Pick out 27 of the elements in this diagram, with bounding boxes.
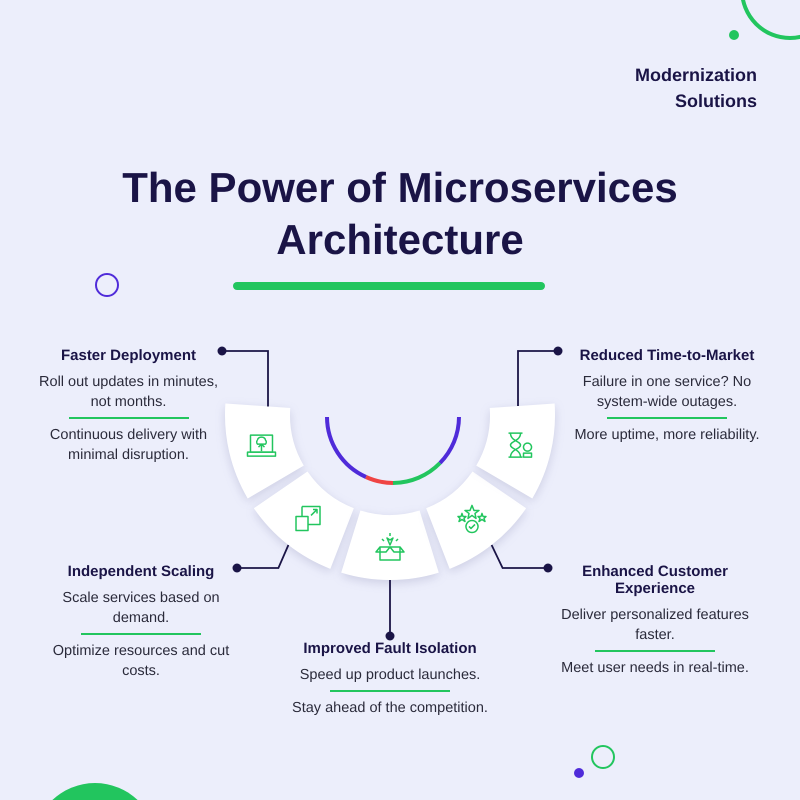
title: The Power of Microservices Architecture <box>121 163 679 265</box>
feature-description: Speed up product launches. <box>300 666 480 685</box>
tagline: Modernization Solutions <box>634 64 757 113</box>
leader-line <box>517 346 562 406</box>
feature-heading: Improved Fault Isolation <box>303 640 477 657</box>
feature-description: Scale services based on demand. <box>61 589 221 628</box>
feature-description: Continuous delivery with minimal disruption. <box>48 426 208 465</box>
leader-line <box>386 580 394 640</box>
feature-description: Meet user needs in real-time. <box>561 659 749 678</box>
card-segment <box>254 472 354 569</box>
feature-heading: Faster Deployment <box>60 347 196 364</box>
feature-heading: Enhanced Customer Experience <box>581 563 729 597</box>
feature-description: Deliver personalized features faster. <box>560 606 750 645</box>
feature-description: Optimize resources and cut costs. <box>52 642 230 681</box>
leader-line <box>490 544 552 572</box>
card-segment <box>476 404 555 498</box>
feature-description: Stay ahead of the competition. <box>292 699 488 718</box>
card-segment <box>341 510 439 580</box>
card-segment <box>225 404 304 498</box>
leader-line <box>232 544 290 572</box>
feature-description: More uptime, more reliability. <box>574 426 760 445</box>
card-segment <box>426 472 526 569</box>
feature-description: Roll out updates in minutes, not months. <box>38 373 219 412</box>
feature-description: Failure in one service? No system-wide outages. <box>582 373 752 412</box>
leader-line <box>218 346 269 406</box>
feature-heading: Reduced Time-to-Market <box>580 347 754 364</box>
feature-heading: Independent Scaling <box>68 563 214 580</box>
